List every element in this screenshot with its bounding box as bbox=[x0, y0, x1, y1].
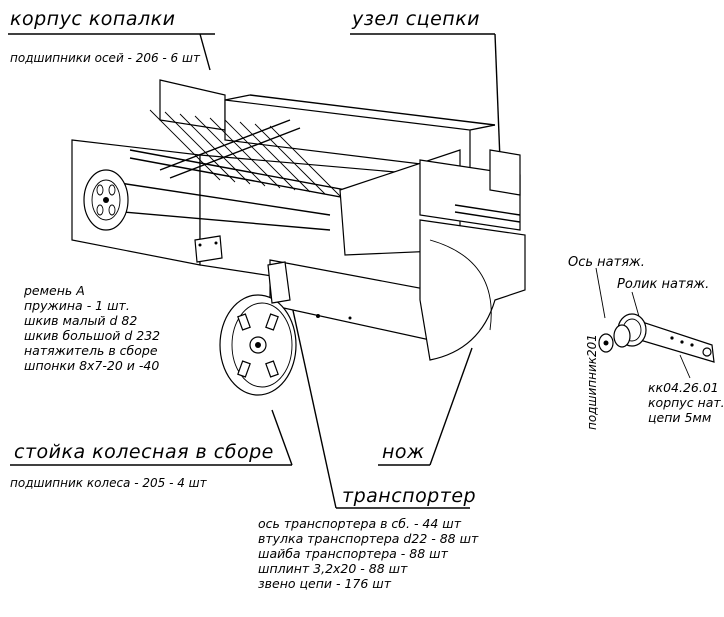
spec-item: натяжитель в сборе bbox=[24, 343, 158, 358]
drive-pulley bbox=[83, 169, 129, 231]
label-conveyor: транспортер bbox=[342, 485, 477, 507]
conveyor-spec-list: ось транспортера в сб. - 44 шт втулка тр… bbox=[258, 516, 478, 591]
spec-item: шплинт 3,2х20 - 88 шт bbox=[258, 561, 408, 576]
conveyor-rods bbox=[149, 109, 341, 197]
label-body-bearings: подшипники осей - 206 - 6 шт bbox=[10, 51, 200, 65]
spec-item: ось транспортера в сб. - 44 шт bbox=[258, 516, 462, 531]
spec-item: ремень А bbox=[24, 283, 85, 298]
spec-item: шкив малый d 82 bbox=[24, 313, 138, 328]
label-tensioner-axis: Ось натяж. bbox=[568, 255, 645, 270]
spec-item: пружина - 1 шт. bbox=[24, 298, 130, 313]
label-body: корпус копалки bbox=[10, 8, 176, 30]
spec-item: шкив большой d 232 bbox=[24, 328, 161, 343]
label-wheel-bearings: подшипник колеса - 205 - 4 шт bbox=[10, 476, 207, 490]
knife bbox=[419, 219, 526, 361]
tensioner-assembly bbox=[598, 313, 715, 363]
part-desc: корпус нат. bbox=[648, 395, 724, 410]
label-wheel: стойка колесная в сборе bbox=[14, 441, 274, 463]
label-bearing-201: подшипник201 bbox=[585, 334, 599, 430]
part-number: кк04.26.01 bbox=[648, 380, 719, 395]
spec-item: шайба транспортера - 88 шт bbox=[258, 546, 448, 561]
wheel bbox=[219, 261, 297, 396]
spec-item: звено цепи - 176 шт bbox=[258, 576, 392, 591]
label-hitch: узел сцепки bbox=[352, 8, 481, 30]
label-knife: нож bbox=[382, 441, 425, 463]
spec-item: шпонки 8х7-20 и -40 bbox=[24, 358, 160, 373]
frame-body bbox=[71, 79, 496, 341]
label-part-info: кк04.26.01 корпус нат. цепи 5мм bbox=[648, 380, 724, 425]
label-tensioner-roller: Ролик натяж. bbox=[617, 277, 710, 292]
spec-item: втулка транспортера d22 - 88 шт bbox=[258, 531, 479, 546]
left-spec-list: ремень А пружина - 1 шт. шкив малый d 82… bbox=[24, 283, 160, 373]
part-desc: цепи 5мм bbox=[648, 410, 712, 425]
